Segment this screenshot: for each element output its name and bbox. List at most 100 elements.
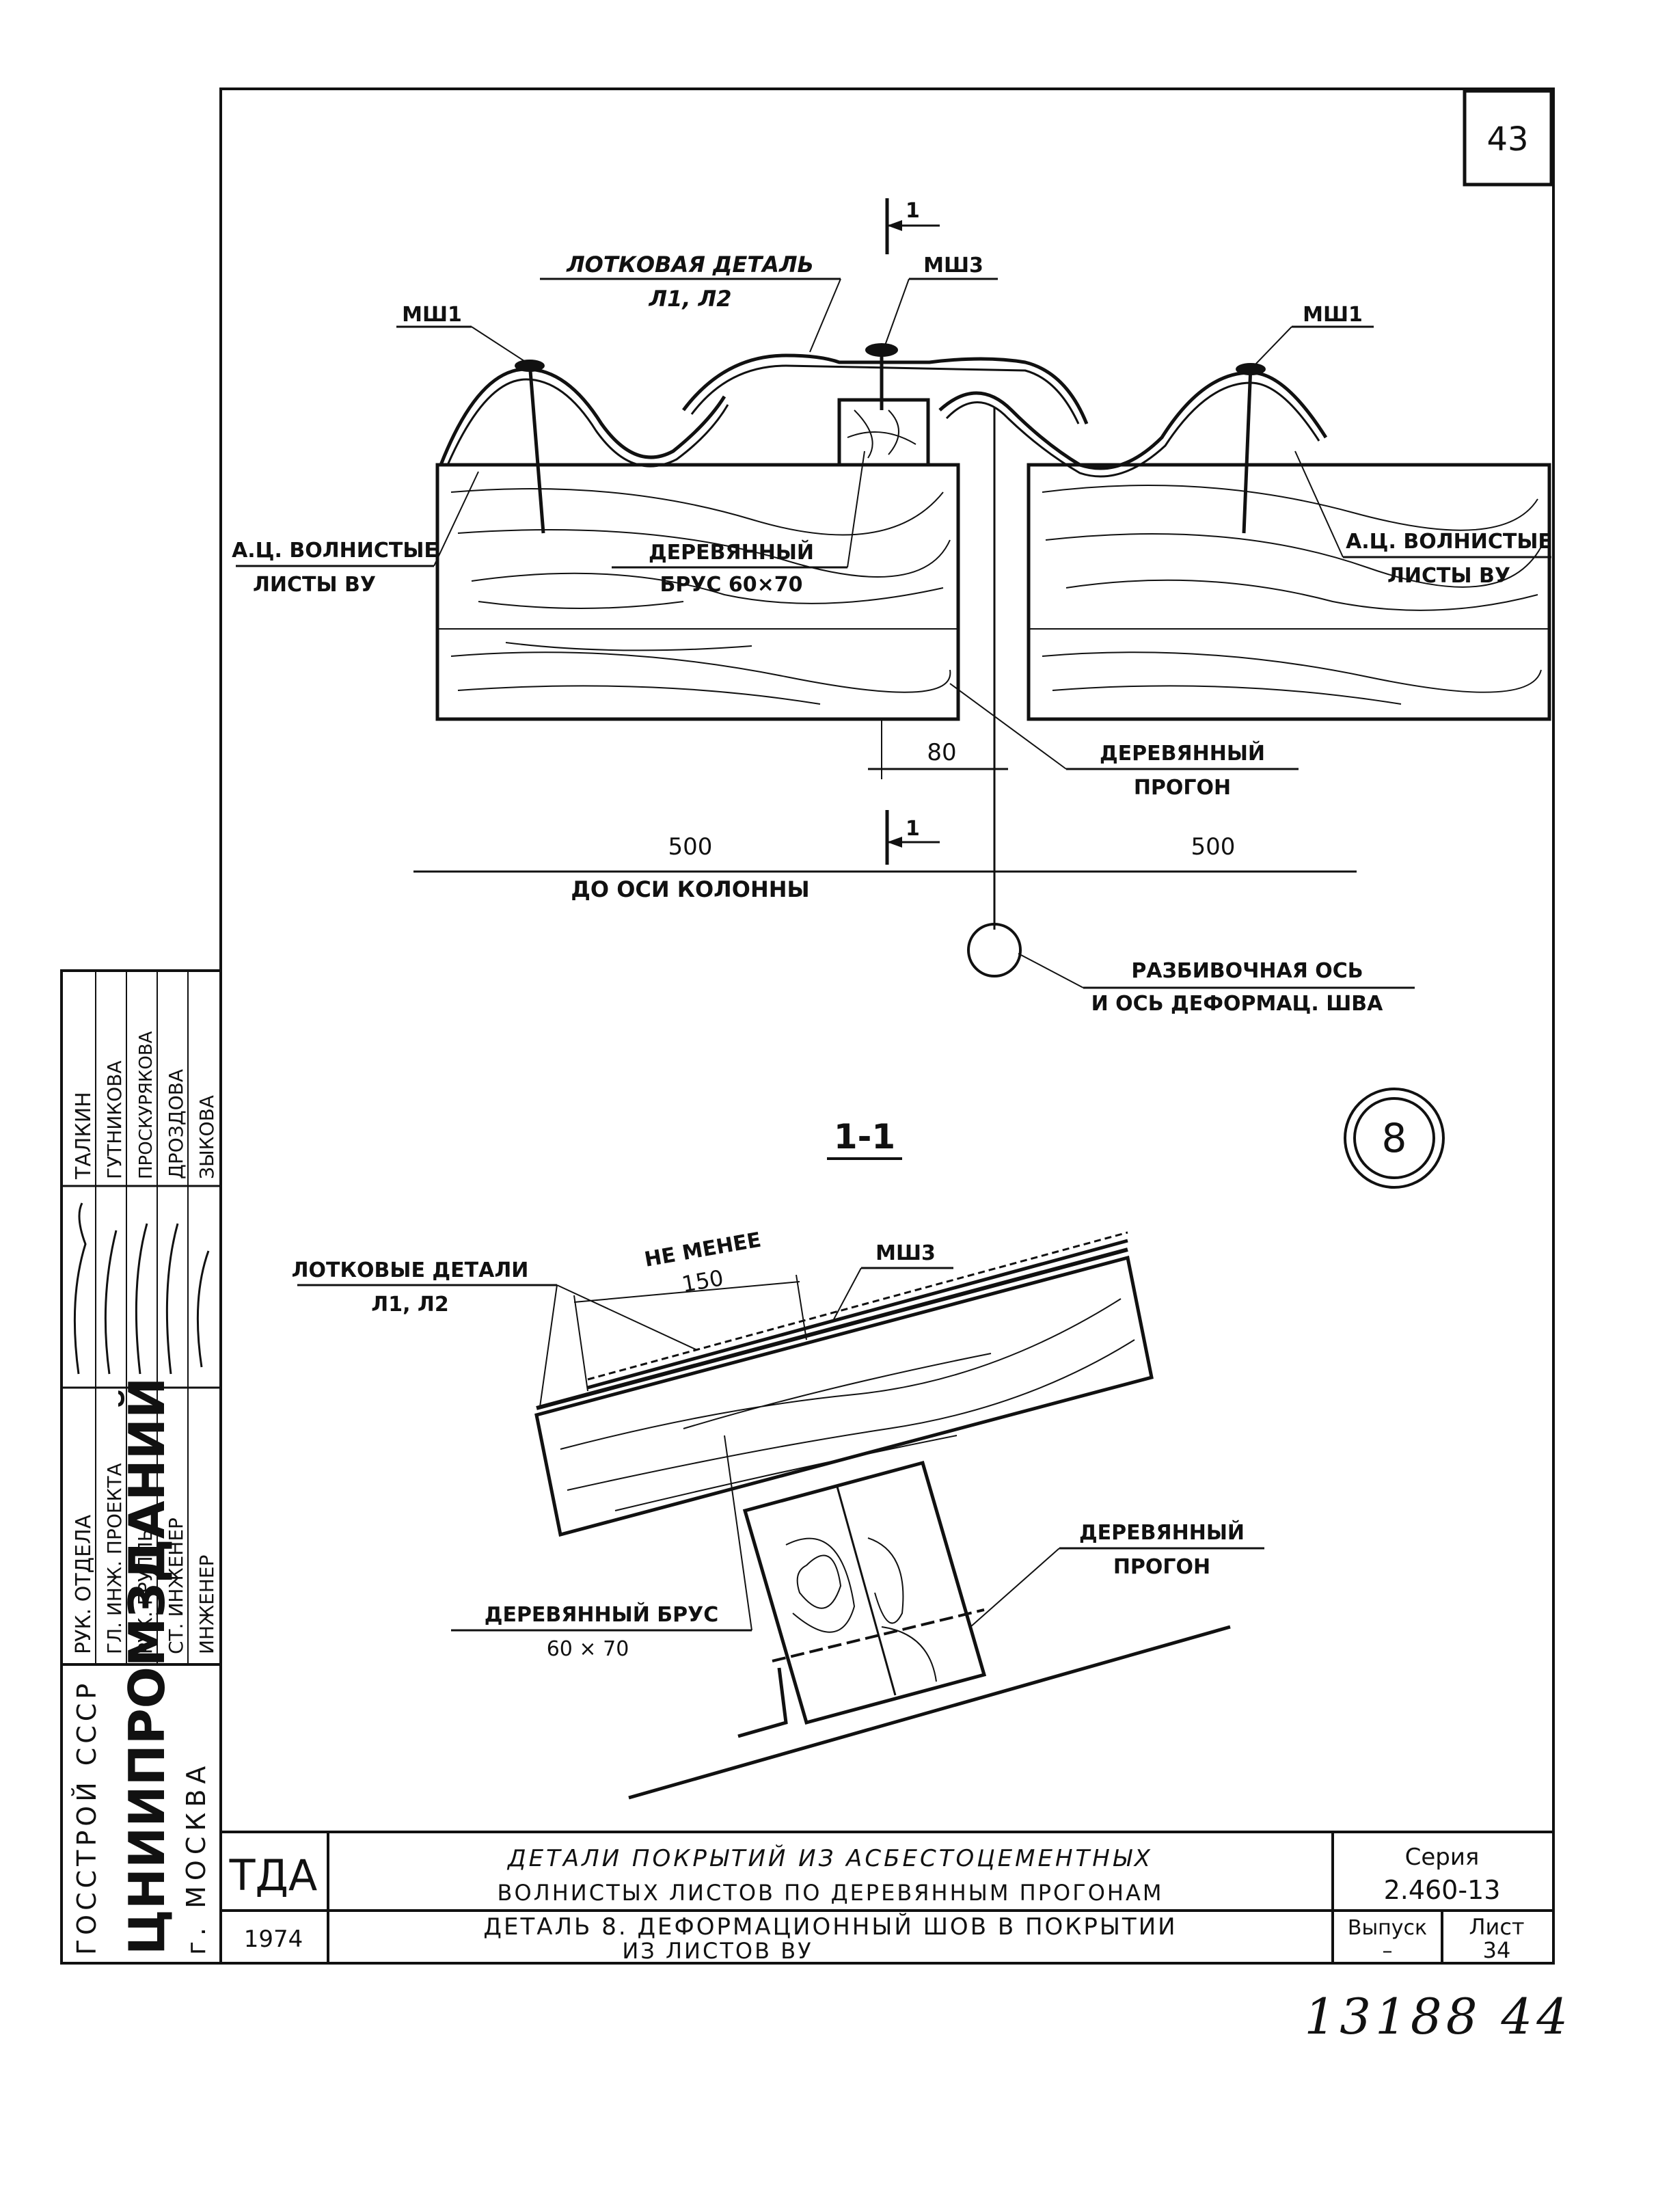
min-label: НЕ МЕНЕЕ [642,1228,763,1271]
section-beam-label-2: 60 × 70 [547,1637,629,1661]
subtitle-line-1: ДЕТАЛЬ 8. ДЕФОРМАЦИОННЫЙ ШОВ В ПОКРЫТИИ [483,1913,1177,1941]
washer-msh1-right [1236,363,1266,375]
leader [724,1435,752,1631]
plan-view: 1 1 8 [232,198,1552,1016]
wooden-bar [837,398,930,467]
stamp-role-1: РУК. ОТДЕЛА [72,1514,96,1654]
to-column-axis-label: ДО ОСИ КОЛОННЫ [571,876,809,902]
series-value: 2.460-13 [1384,1875,1501,1905]
leader [970,1548,1060,1628]
fastening-strap [772,1608,985,1662]
corner-number-box [1463,89,1553,187]
axis-label-1: РАЗБИВОЧНАЯ ОСЬ [1131,959,1363,983]
right-purlin [1027,463,1551,721]
tray-details-codes: Л1, Л2 [371,1293,448,1317]
org-line-1: ГОССТРОЙ СССР [72,1680,102,1955]
corrugated-sheet-right [938,370,1328,470]
beam-split [836,1486,897,1696]
leader [949,683,1067,770]
detail-circle-inner [1353,1097,1435,1179]
wood-grain [785,1537,937,1682]
tray-details-label: ЛОТКОВЫЕ ДЕТАЛИ [292,1258,529,1282]
sheet-layer-1 [536,1247,1128,1410]
subtitle-line-2: ИЗ ЛИСТОВ ВУ [622,1938,813,1964]
issue-label: Выпуск [1348,1916,1427,1940]
section-title: 1-1 [834,1117,895,1157]
min-value: 150 [680,1265,726,1297]
beam-label-2: БРУС 60×70 [660,573,802,597]
leader [847,450,865,568]
leader [809,278,841,353]
msh1-left-label: МШ1 [402,303,462,327]
wood-grain [847,409,916,459]
stamp-role-3: РУК. ГРУППЫ [134,1525,157,1654]
sheet-value: 34 [1483,1937,1511,1963]
dim-ext [796,1274,807,1340]
sheets-right-label-1: А.Ц. ВОЛНИСТЫЕ [1346,530,1552,554]
washer-msh3 [865,343,898,357]
beam-label-1: ДЕРЕВЯННЫЙ [649,540,814,565]
section-mark-top-label: 1 [906,199,920,223]
side-stamp-frame [60,969,222,1965]
tray-detail [682,353,1089,424]
stamp-name-4: ДРОЗДОВА [165,1069,187,1179]
leader [833,1267,862,1320]
handwritten-number: 13188 44 [1304,1988,1572,2045]
section-mark-bottom-label: 1 [906,817,920,841]
stamp-name-5: ЗЫКОВА [195,1095,218,1179]
left-purlin [435,463,960,721]
sheet-layer-3 [587,1231,1128,1381]
bolt-msh1-left [528,362,545,534]
axis-marker-circle [967,923,1022,977]
purlin-label-2: ПРОГОН [1134,776,1231,800]
leader [539,1284,558,1407]
leader [884,278,910,346]
corrugated-sheet-left [439,367,726,466]
signatures [73,1202,210,1375]
title-block: ТДА 1974 ДЕТАЛИ ПОКРЫТИЙ ИЗ АСБЕСТОЦЕМЕН… [219,1831,1555,1965]
series-label: Серия [1405,1844,1480,1871]
arrowhead [887,220,902,231]
wood-grain [560,1298,1135,1511]
dim-gap-label: 80 [927,739,956,766]
sheet-label: Лист [1469,1914,1524,1940]
rafter-line [628,1625,1231,1800]
title-year: 1974 [244,1926,303,1953]
arrowhead [887,837,902,848]
msh3-label: МШ3 [923,254,983,278]
msh1-right-label: МШ1 [1303,303,1363,327]
tray-codes-label: Л1, Л2 [649,286,732,312]
tray-detail-label: ЛОТКОВАЯ ДЕТАЛЬ [566,252,814,278]
issue-value: – [1383,1939,1393,1963]
dim-line-150 [573,1281,800,1303]
section-purlin-label-2: ПРОГОН [1113,1555,1210,1579]
stamp-name-1: ТАЛКИН [72,1092,96,1180]
dim-right-label: 500 [1191,833,1236,861]
sheets-left-label-1: А.Ц. ВОЛНИСТЫЕ [232,539,438,563]
bolt-msh1-right [1242,365,1253,534]
fastening-angle [737,1667,788,1738]
sheets-left-label-2: ЛИСТЫ ВУ [253,573,376,597]
sheets-right-label-2: ЛИСТЫ ВУ [1387,564,1510,588]
wood-grain [1042,485,1542,705]
vertical-beam [742,1460,987,1725]
title-code: ТДА [229,1850,318,1900]
leader [433,471,479,567]
stamp-name-2: ГУТНИКОВА [103,1060,126,1179]
leader [1018,953,1084,988]
stamp-role-4: СТ. ИНЖЕНЕР [165,1518,187,1654]
title-block-frame [219,1831,1555,1965]
section-view: 1-1 8 ЛОТКОВЫЕ ДЕТАЛИ Л1, Л2 НЕ МЕНЕЕ 15… [292,1088,1445,1800]
leader [1253,326,1292,366]
washer-msh1-left [515,360,545,372]
stamp-role-5: ИНЖЕНЕР [195,1555,218,1654]
stamp-name-3: ПРОСКУРЯКОВА [136,1031,157,1179]
sheet-corner-number: 43 [1486,120,1528,159]
org-line-2: ЦНИИПРОМЗДАНИЙ [118,1377,176,1955]
leader [471,326,527,363]
side-stamp: РУК. ОТДЕЛА ГЛ. ИНЖ. ПРОЕКТА РУК. ГРУППЫ… [60,969,222,1965]
org-line-3: г. МОСКВА [181,1761,211,1955]
section-beam-label-1: ДЕРЕВЯННЫЙ БРУС [485,1602,719,1627]
inclined-purlin [534,1255,1154,1537]
